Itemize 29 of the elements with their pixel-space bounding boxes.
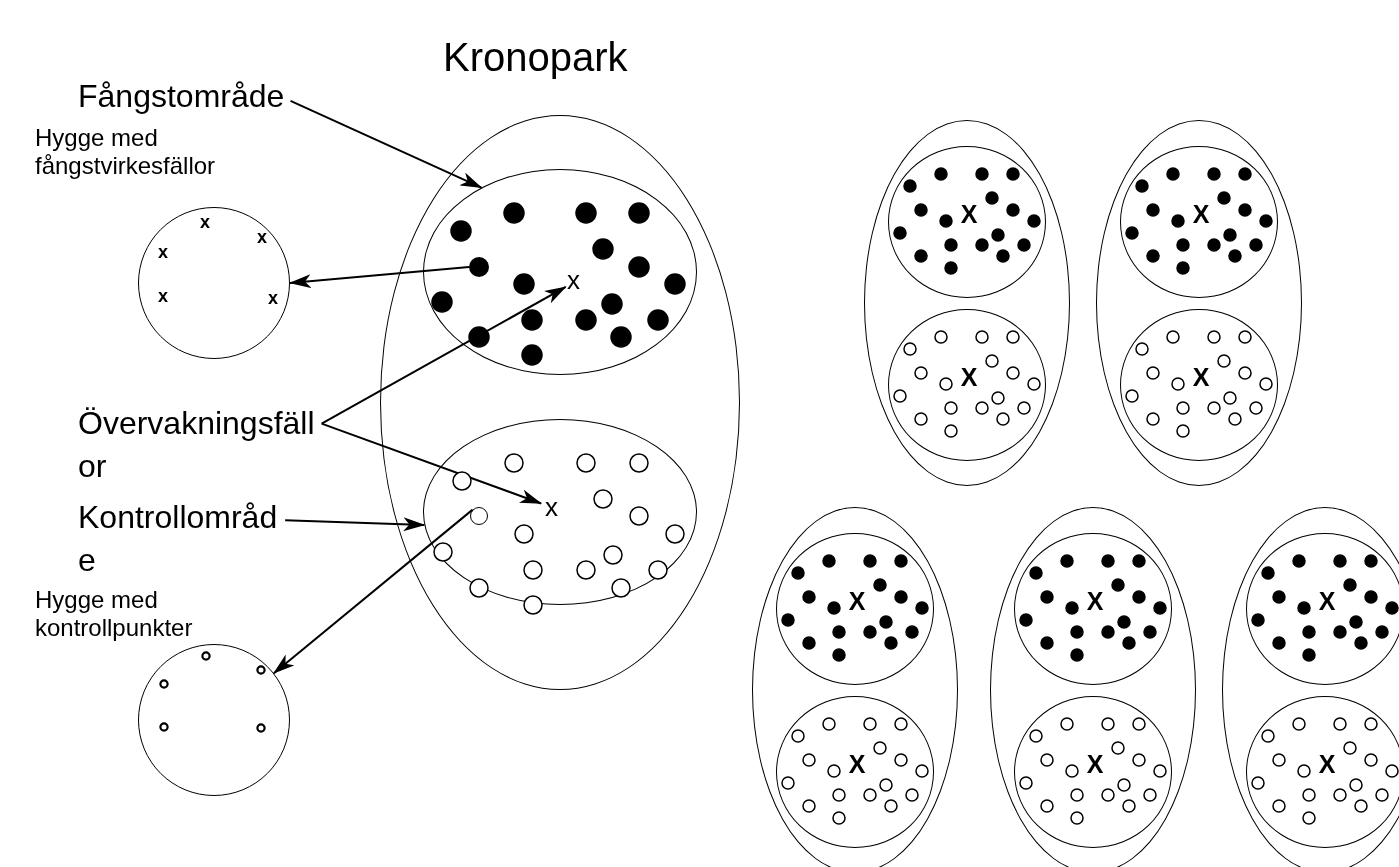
- callout-label: Kontrollområd e: [78, 496, 278, 583]
- area-heading: Hygge med fångstvirkesfällor: [35, 124, 217, 180]
- trap-marker-label: x: [545, 493, 558, 523]
- arrow: [320, 422, 543, 505]
- trap-marker-label: X: [1192, 199, 1210, 229]
- trap-marker-label: X: [1086, 586, 1104, 616]
- trap-marker-label: x: [200, 211, 210, 233]
- arrow: [289, 99, 483, 189]
- trap-marker-label: X: [1192, 362, 1210, 392]
- trap-marker-label: x: [158, 241, 168, 263]
- trap-marker-label: X: [848, 586, 866, 616]
- arrow: [272, 508, 474, 675]
- arrow: [320, 285, 567, 425]
- callout-label: Fångstområde: [78, 78, 285, 115]
- title-heading: Kronopark: [443, 34, 628, 80]
- trap-marker-label: x: [268, 287, 278, 309]
- callout-label: Övervakningsfäll or: [78, 402, 315, 489]
- arrow: [284, 517, 426, 532]
- area-heading: Hygge med kontrollpunkter: [35, 586, 194, 642]
- arrow: [289, 266, 470, 289]
- trap-marker-label: x: [158, 285, 168, 307]
- trap-marker-label: X: [1318, 586, 1336, 616]
- trap-marker-label: x: [257, 226, 267, 248]
- trap-marker-label: X: [960, 199, 978, 229]
- trap-marker-label: X: [1086, 749, 1104, 779]
- trap-marker-label: x: [567, 266, 580, 296]
- trap-marker-label: X: [960, 362, 978, 392]
- trap-marker-label: X: [1318, 749, 1336, 779]
- trap-marker-label: X: [848, 749, 866, 779]
